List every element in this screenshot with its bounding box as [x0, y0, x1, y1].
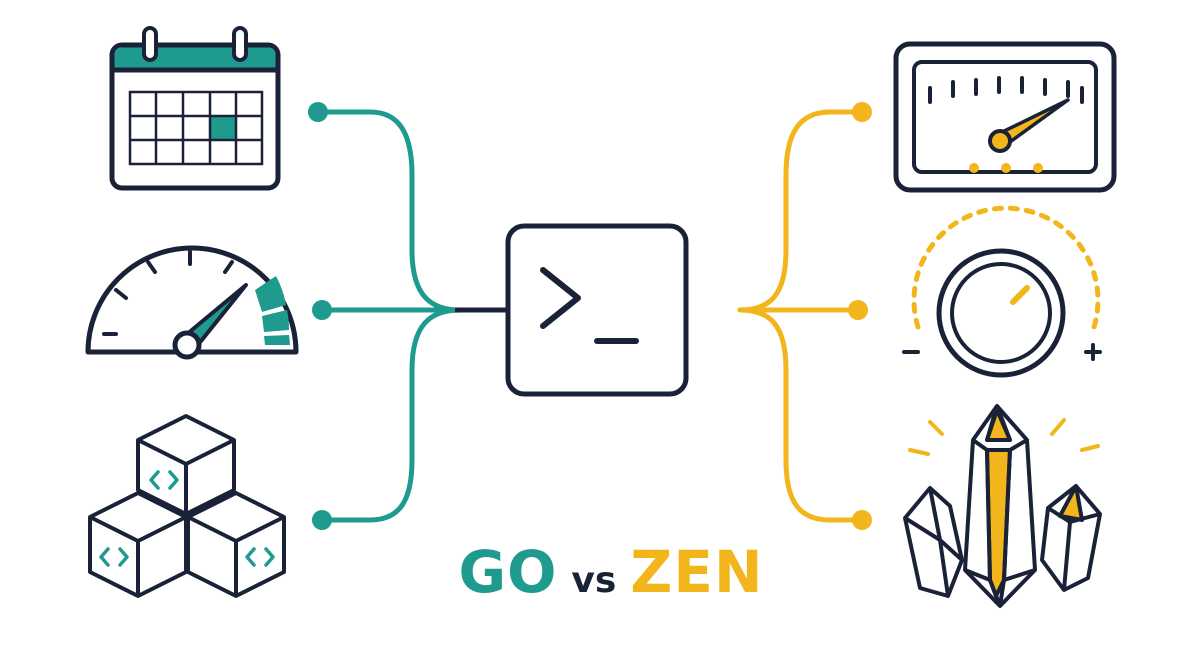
caption-go: GO [458, 538, 558, 606]
dot-speedometer [312, 300, 332, 320]
dot-knob [848, 300, 868, 320]
connector-cubes [319, 307, 463, 523]
crystal-right [1040, 484, 1102, 592]
terminal-prompt-icon [505, 223, 689, 397]
left-connectors [315, 109, 463, 523]
cube-right [186, 491, 286, 598]
analog-meter-icon [893, 41, 1117, 193]
crystal-left [903, 486, 964, 598]
crystal-center [963, 404, 1037, 608]
connector-calendar [315, 109, 463, 313]
cube-top [136, 414, 236, 516]
dot-crystals [852, 510, 872, 530]
cube-left [88, 491, 188, 598]
calendar-highlight-cell [210, 116, 236, 140]
connector-crystals [737, 307, 865, 523]
caption-vs: vs [571, 560, 617, 601]
calendar-icon [109, 26, 281, 191]
left-dots [308, 102, 332, 530]
connector-meter [737, 109, 865, 313]
dot-meter [852, 102, 872, 122]
code-cubes-icon [88, 414, 286, 598]
right-dots [848, 102, 872, 530]
title-caption: GO vs ZEN [446, 538, 776, 608]
dot-calendar [308, 102, 328, 122]
right-connectors [737, 109, 865, 523]
dot-cubes [312, 510, 332, 530]
speedometer-icon [85, 245, 299, 360]
crystals-icon [903, 404, 1102, 608]
caption-zen: ZEN [630, 538, 764, 606]
volume-knob-icon [902, 205, 1102, 378]
volume-plus-icon [1084, 343, 1102, 361]
